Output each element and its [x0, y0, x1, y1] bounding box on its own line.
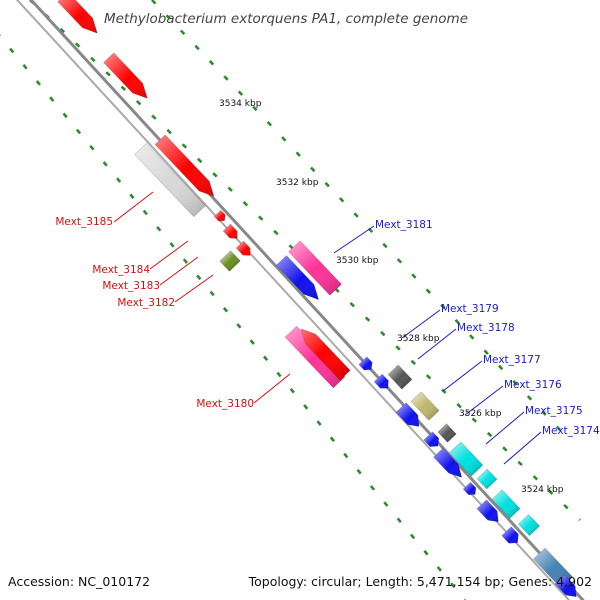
gene-label: Mext_3174 — [542, 425, 600, 437]
accession-text: Accession: NC_010172 — [8, 574, 150, 589]
gene-feature — [275, 255, 320, 301]
gene-label-leader — [503, 431, 542, 465]
scale-tick-label: 3526 kbp — [459, 409, 502, 419]
gene-feature — [437, 423, 457, 443]
gene-label: Mext_3176 — [504, 379, 562, 391]
map-title: Methylobacterium extorquens PA1, complet… — [104, 11, 468, 27]
gene-feature — [213, 209, 226, 222]
feature-shade — [395, 402, 419, 427]
gene-label-leader — [113, 191, 154, 223]
gene-feature — [300, 328, 351, 381]
feature-shade — [103, 52, 148, 99]
gene-label-leader — [442, 360, 483, 392]
text-layer: 3534 kbp 3532 kbp 3530 kbp 3528 kbp 3526 kbp… — [55, 99, 600, 495]
label-leaders — [113, 191, 542, 465]
gene-feature — [219, 250, 241, 272]
gene-feature — [103, 52, 148, 99]
gene-feature — [222, 223, 238, 239]
feature-shade — [214, 210, 226, 222]
feature-shade — [300, 328, 351, 381]
gene-feature — [554, 574, 577, 598]
gene-label-leader — [333, 225, 375, 254]
gene-label: Mext_3184 — [92, 264, 150, 276]
feature-shade — [288, 240, 342, 296]
tick-track-3 — [151, 0, 561, 431]
gene-label: Mext_3175 — [525, 405, 583, 417]
feature-shade — [276, 255, 319, 300]
gene-label: Mext_3182 — [117, 297, 175, 309]
feature-shade — [477, 499, 499, 522]
feature-shade — [410, 391, 440, 421]
gene-label-leader — [417, 328, 457, 360]
feature-shade — [285, 326, 345, 388]
feature-shade — [134, 143, 206, 217]
gene-label-leader — [401, 309, 441, 339]
gene-label: Mext_3183 — [102, 280, 160, 292]
gene-label: Mext_3179 — [441, 303, 499, 315]
feature-shade — [236, 241, 251, 256]
feature-shade — [155, 134, 214, 197]
gene-label-leader — [159, 256, 199, 286]
genome-summary-text: Topology: circular; Length: 5,471,154 bp… — [248, 574, 592, 589]
gene-label-leader — [253, 373, 291, 404]
gene-feature — [154, 134, 215, 197]
feature-shade — [518, 514, 540, 536]
feature-shade — [57, 0, 98, 34]
gene-feature — [373, 373, 389, 389]
gene-feature — [423, 431, 440, 447]
gene-feature — [387, 364, 413, 390]
feature-shade — [491, 489, 521, 519]
feature-shade — [449, 441, 483, 477]
feature-shade — [219, 250, 241, 272]
feature-layer — [57, 0, 577, 598]
gene-feature — [433, 447, 463, 478]
gene-feature — [410, 391, 440, 421]
gene-feature — [491, 489, 521, 519]
gene-label-leader — [464, 385, 504, 416]
backbone-line-outer — [29, 0, 585, 600]
scale-tick-label: 3528 kbp — [397, 334, 440, 344]
scale-tick-label: 3532 kbp — [276, 178, 319, 188]
gene-feature — [288, 240, 342, 296]
scale-tick-label: 3524 kbp — [521, 485, 564, 495]
feature-shade — [423, 431, 439, 447]
gene-feature — [501, 526, 519, 544]
feature-shade — [223, 224, 238, 239]
tick-track-1 — [0, 34, 467, 600]
feature-shade — [463, 482, 476, 495]
feature-shade — [437, 423, 457, 443]
gene-label: Mext_3180 — [196, 398, 254, 410]
feature-shade — [358, 356, 373, 371]
gene-label: Mext_3181 — [375, 219, 433, 231]
gene-feature — [448, 441, 484, 477]
gene-feature — [395, 402, 420, 427]
gene-feature — [134, 142, 206, 218]
scale-tick-label: 3534 kbp — [219, 99, 262, 109]
gene-label: Mext_3185 — [55, 216, 113, 228]
gene-feature — [358, 356, 373, 371]
feature-shade — [388, 364, 412, 390]
gene-feature — [517, 513, 541, 537]
gene-feature — [57, 0, 98, 34]
scale-tick-label: 3530 kbp — [336, 256, 379, 266]
gene-label-leader — [149, 240, 189, 270]
feature-shade — [501, 526, 519, 544]
gene-feature — [462, 481, 477, 496]
gene-feature — [235, 240, 251, 256]
gene-label: Mext_3177 — [483, 354, 541, 366]
gene-label-leader — [174, 274, 214, 303]
feature-shade — [433, 448, 462, 478]
feature-shade — [374, 374, 389, 389]
gene-label: Mext_3178 — [457, 322, 515, 334]
gene-feature — [476, 499, 499, 523]
gene-feature — [476, 468, 498, 490]
feature-shade — [477, 469, 497, 489]
gene-label-leader — [485, 411, 525, 445]
feature-shade — [555, 574, 577, 597]
